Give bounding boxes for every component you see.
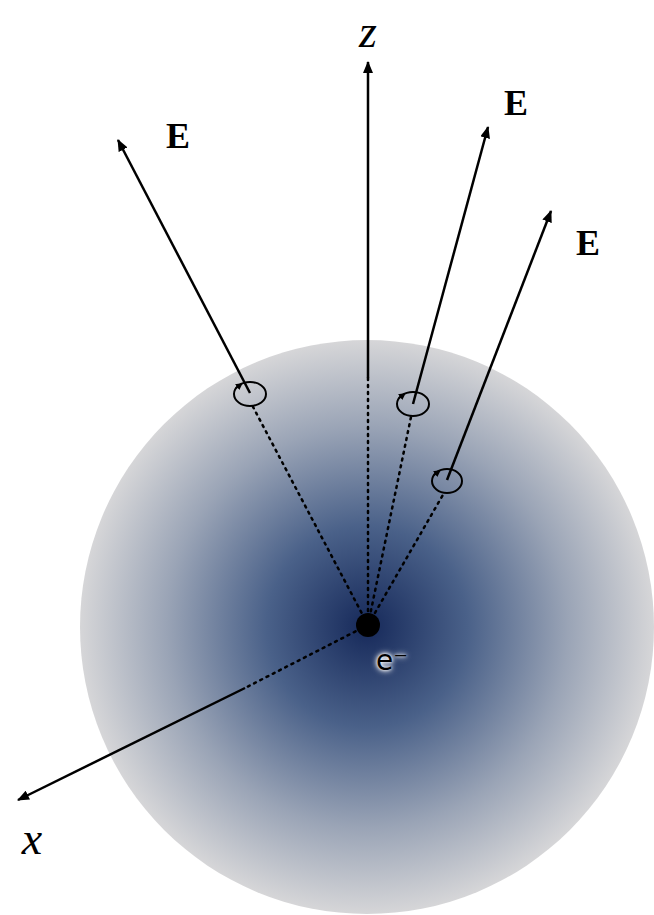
dotted-ray <box>367 378 370 625</box>
electron-dot <box>356 613 380 637</box>
field-label: E <box>166 115 190 157</box>
dotted-ray <box>368 417 411 625</box>
field-vectors <box>118 127 551 480</box>
current-loops <box>234 382 462 493</box>
particle-label: e⁻ <box>376 644 408 677</box>
field-label: E <box>576 222 600 264</box>
loop-arrow <box>434 472 438 475</box>
current-loop <box>234 382 266 406</box>
axis-label: z <box>359 4 377 57</box>
axes <box>18 62 368 800</box>
dotted-ray <box>252 405 368 625</box>
current-loop <box>397 392 429 416</box>
current-loop <box>432 469 462 493</box>
field-arrow <box>413 127 488 404</box>
dotted-rays <box>245 378 444 688</box>
field-arrow <box>447 211 551 480</box>
axis-label: x <box>22 812 42 865</box>
field-label: E <box>504 82 528 124</box>
loop-arrow <box>399 395 403 398</box>
x-axis <box>18 688 245 800</box>
field-arrow <box>118 140 250 393</box>
dotted-ray <box>245 625 368 688</box>
z-axis <box>367 62 370 378</box>
dotted-ray <box>368 493 444 625</box>
loop-arrow <box>236 385 240 388</box>
electron-cloud <box>80 340 654 914</box>
